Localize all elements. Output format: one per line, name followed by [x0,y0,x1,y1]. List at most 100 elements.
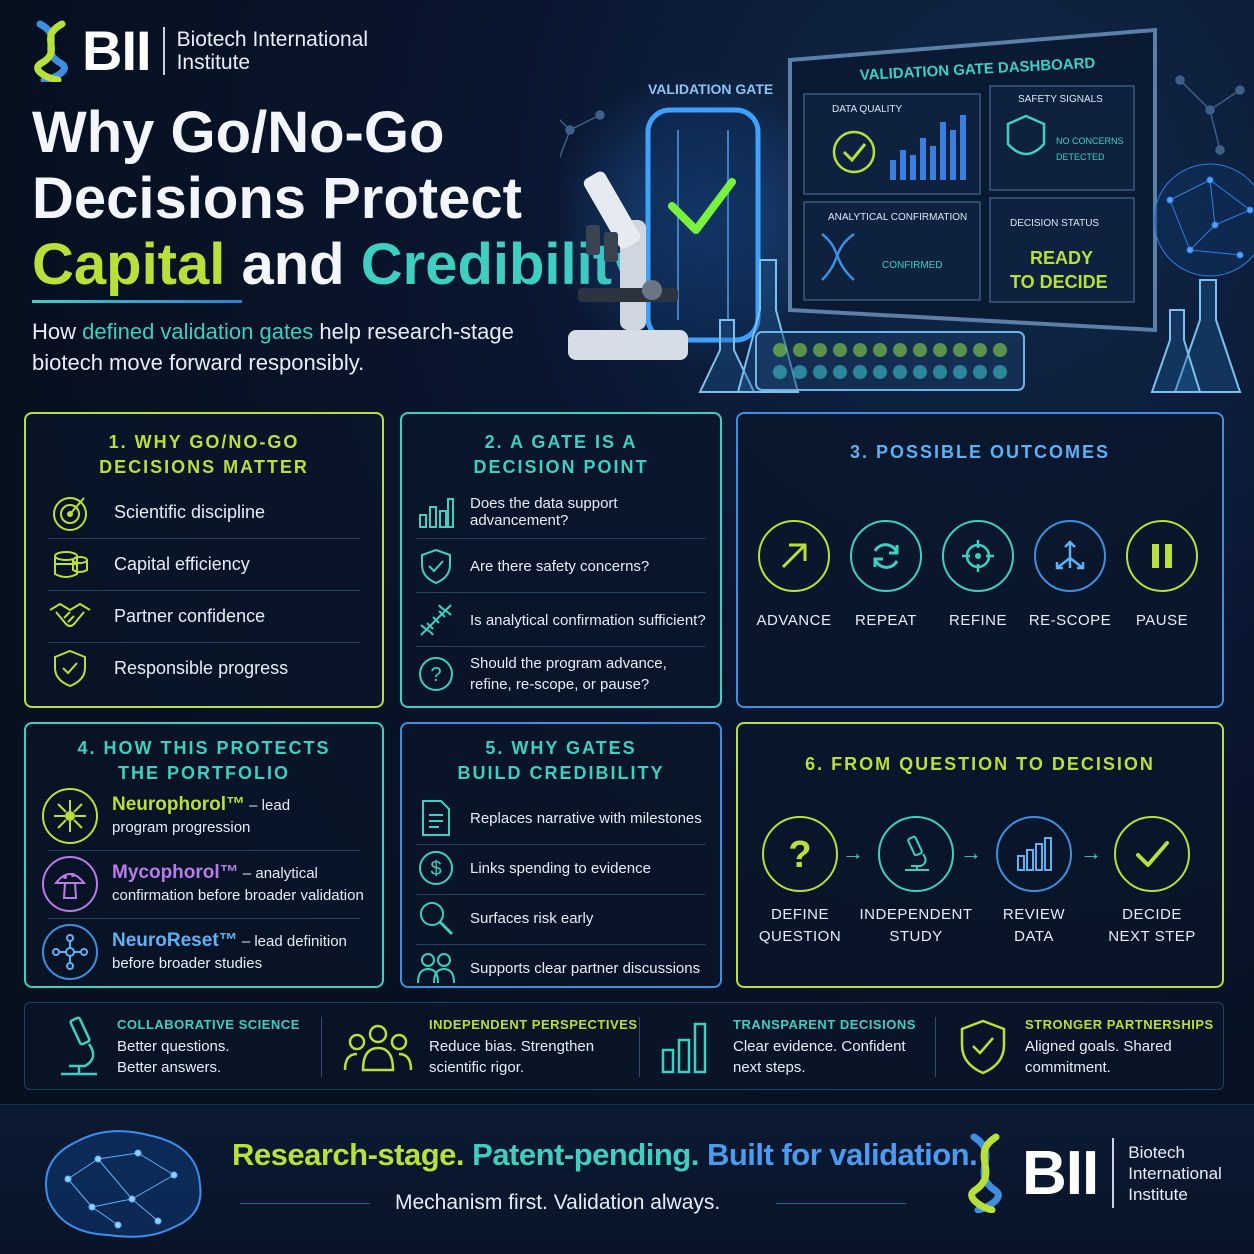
title-word-and: and [241,232,345,297]
portfolio-desc-1: – analytical [238,864,318,882]
institute-name: Biotech International Institute [177,28,368,74]
portfolio-desc-1: – lead definition [237,932,347,950]
divider [416,944,706,945]
microscope-step-icon [878,816,954,892]
tagline-patent-pending: Patent-pending. [472,1137,699,1172]
panel-5-title-line-2: BUILD CREDIBILITY [457,763,665,783]
dollar-circle-icon: $ [416,846,456,890]
list-item-label: Replaces narrative with milestones [470,809,702,827]
institute-line-1: Biotech International [176,27,369,51]
portfolio-name: NeuroReset™ [112,929,238,951]
shield-check-icon [416,544,456,588]
portfolio-desc-2: before broader studies [112,954,263,972]
data-quality-bars [890,115,966,180]
subtitle-line-2: biotech move forward responsibly. [32,350,365,375]
gate-check-icon [668,178,736,234]
portfolio-desc-2: confirmation before broader validation [112,886,364,904]
list-item-label: Partner confidence [114,605,266,626]
institute-line-2: Institute [176,50,251,74]
panel-gate-decision-point: 2. A GATE IS A DECISION POINT Does the d… [400,412,722,708]
portfolio-desc-1: – lead [245,796,291,814]
portfolio-desc-2: program progression [112,818,251,836]
list-item: Responsible progress [48,646,360,690]
divider [416,646,706,647]
flow-arrow-3: → [1080,840,1102,865]
tagline-built-for-validation: Built for validation. [706,1137,978,1172]
molecule-network [560,75,1245,159]
portfolio-item-text: Mycophorol™ – analytical confirmation bef… [112,862,364,907]
logo-divider [162,26,165,75]
last-question-line-1: Should the program advance, [470,655,667,672]
neuron-icon [42,788,98,844]
portfolio-name: Mycophorol™ [112,861,239,883]
shield-check-icon [48,646,92,690]
well-plate-wells [773,343,1007,379]
list-item-label: Are there safety concerns? [470,557,650,575]
bar-chart-icon [416,490,456,534]
value-desc-1: Reduce bias. Strengthen [429,1037,595,1055]
list-item-label: Links spending to evidence [470,859,651,877]
panel-2-title-line-1: 2. A GATE IS A [484,432,638,452]
gate-label: VALIDATION GATE [648,81,773,97]
portfolio-item-neuroreset: NeuroReset™ – lead definition before broa… [42,924,366,980]
footer-inst-3: Institute [1128,1184,1188,1204]
value-title: STRONGER PARTNERSHIPS [1025,1016,1214,1032]
portfolio-item-text: NeuroReset™ – lead definition before broa… [112,930,347,975]
target-icon [48,490,92,534]
list-item-label: Responsible progress [114,657,289,678]
value-collaborative-science: COLLABORATIVE SCIENCE Better questions.B… [55,1003,300,1091]
list-item-label: Should the program advance,refine, re-sc… [470,653,667,695]
subtitle: How defined validation gates help resear… [32,316,514,378]
panel-4-title-line-1: 4. HOW THIS PROTECTS [77,738,331,758]
bar-chart-icon [661,1022,707,1074]
advance-arrow-icon [758,520,830,592]
divider [639,1017,640,1077]
step-label-line-1: DECIDE [1122,906,1182,923]
value-title: COLLABORATIVE SCIENCE [117,1016,300,1032]
divider [48,590,360,591]
validation-dashboard: VALIDATION GATE DASHBOARD DATA QUALITY S… [788,27,1157,333]
data-quality-check-icon [832,130,876,174]
no-concerns-line-1: NO CONCERNS [1056,136,1124,146]
panel-1-title-line-1: 1. WHY GO/NO-GO [108,432,300,452]
step-label-line-2: QUESTION [758,928,842,945]
footer-logo: BII Biotech International Institute [962,1133,1222,1213]
footer-institute-name: Biotech International Institute [1128,1142,1222,1205]
title-underline [32,300,242,303]
data-quality-label: DATA QUALITY [832,104,903,115]
subtitle-post: help research-stage [313,319,514,344]
svg-text:$: $ [430,858,441,880]
footer-logo-divider [1112,1138,1115,1208]
title-word-capital: Capital [32,232,226,297]
title-line-3: Capital and Credibility [32,232,644,298]
list-item: Replaces narrative with milestones [416,796,710,840]
brain-network-icon [1153,163,1254,277]
ready-line-2: TO DECIDE [1010,272,1108,292]
analytical-confirmation-label: ANALYTICAL CONFIRMATION [828,212,967,223]
brain-icon [45,1130,202,1238]
dna-helix-icon [34,20,68,82]
panel-1-title: 1. WHY GO/NO-GO DECISIONS MATTER [26,430,382,480]
panel-1-title-line-2: DECISIONS MATTER [99,457,309,477]
panel-2-title-line-2: DECISION POINT [473,457,649,477]
bar-chart-step-icon [996,816,1072,892]
list-item: Does the data support advancement? [416,490,710,534]
divider [48,538,360,539]
value-title: TRANSPARENT DECISIONS [733,1016,916,1032]
footer: Research-stage. Patent-pending. Built fo… [0,1104,1254,1254]
step-label-line-2: STUDY [889,928,943,945]
question-circle-icon: ? [416,652,456,696]
header-logo: BII Biotech International Institute [26,18,368,83]
microscope-icon [61,1016,97,1076]
document-icon [416,796,456,840]
svg-text:?: ? [788,834,811,874]
subtitle-highlight: defined validation gates [82,319,314,344]
divider [416,844,706,845]
list-item: $ Links spending to evidence [416,846,710,890]
safety-shield-icon [1006,114,1046,156]
